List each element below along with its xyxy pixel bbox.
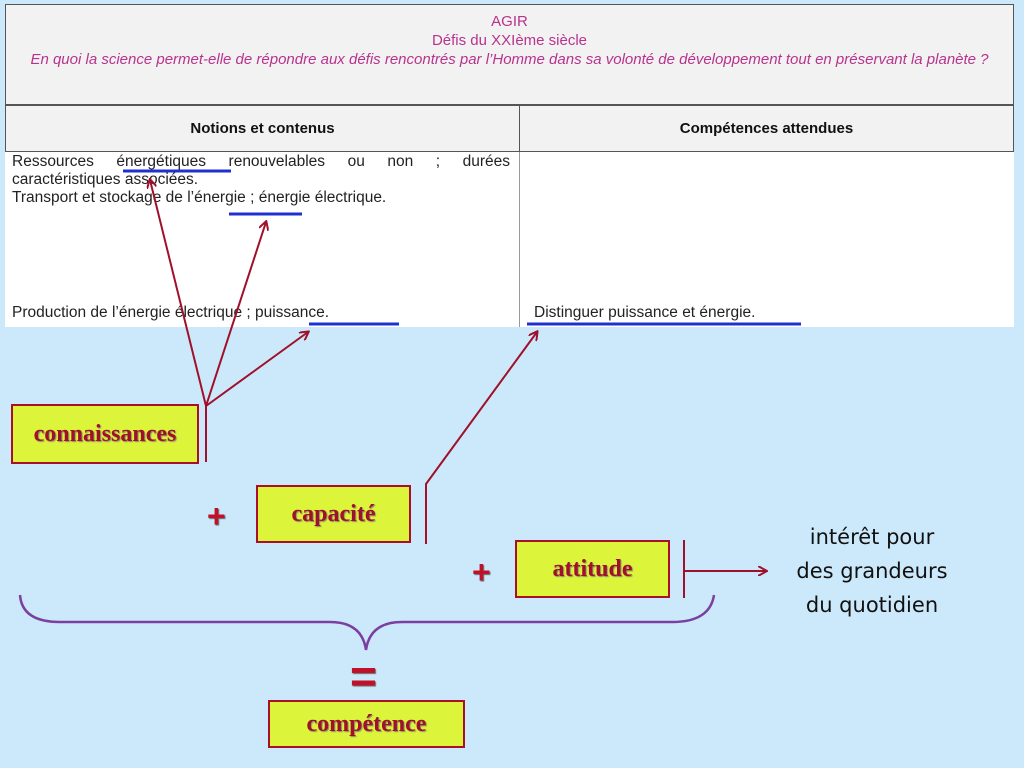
arrow-to-puissance — [205, 332, 308, 407]
header-question: En quoi la science permet-elle de répond… — [30, 51, 989, 68]
row3-suffix: . — [324, 304, 330, 321]
header-banner: AGIR Défis du XXIème siècle En quoi la s… — [5, 4, 1014, 105]
plus-sign-1: + — [207, 498, 226, 534]
curriculum-table: Notions et contenus Compétences attendue… — [5, 105, 1014, 327]
equals-sign: = — [350, 650, 377, 702]
row1-prefix: Ressources — [12, 153, 117, 170]
note-line-2: des grandeurs — [796, 559, 948, 583]
competence-box: compétence — [268, 700, 465, 748]
capacite-box: capacité — [256, 485, 411, 543]
header-subtitle: Défis du XXIème siècle — [431, 32, 588, 49]
attitude-box: attitude — [515, 540, 670, 598]
competence-keyword: Distinguer puissance et énergie — [534, 304, 752, 321]
attitude-note: intérêt pour des grandeurs du quotidien — [775, 520, 969, 622]
arrow-to-energie — [205, 222, 266, 407]
row1-keyword: énergétiques — [116, 153, 206, 170]
competence-suffix: . — [751, 304, 756, 321]
header-title: AGIR — [491, 13, 528, 30]
row3-prefix: Production de l’énergie électrique ; — [12, 304, 255, 321]
row3-keyword: puissance — [254, 304, 325, 321]
competence-text: Distinguer puissance et énergie. — [534, 304, 1004, 322]
note-line-3: du quotidien — [805, 593, 939, 617]
column-header-competences: Compétences attendues — [519, 105, 1014, 152]
column-divider — [519, 152, 520, 327]
curly-brace — [18, 594, 716, 651]
column-header-notions: Notions et contenus — [5, 105, 520, 152]
connaissances-box: connaissances — [11, 404, 199, 464]
row2-keyword: l’énergie — [187, 189, 246, 206]
note-line-1: intérêt pour — [809, 525, 935, 549]
notions-production-line: Production de l’énergie électrique ; pui… — [12, 304, 510, 322]
plus-sign-2: + — [472, 554, 491, 590]
arrow-to-energetiques — [150, 180, 207, 407]
row2-suffix: ; énergie électrique. — [245, 189, 387, 206]
arrow-to-distinguer — [425, 332, 537, 544]
notions-text-block: Ressources énergétiques renouvelables ou… — [12, 153, 510, 207]
row2-prefix: Transport et stockage de — [12, 189, 188, 206]
